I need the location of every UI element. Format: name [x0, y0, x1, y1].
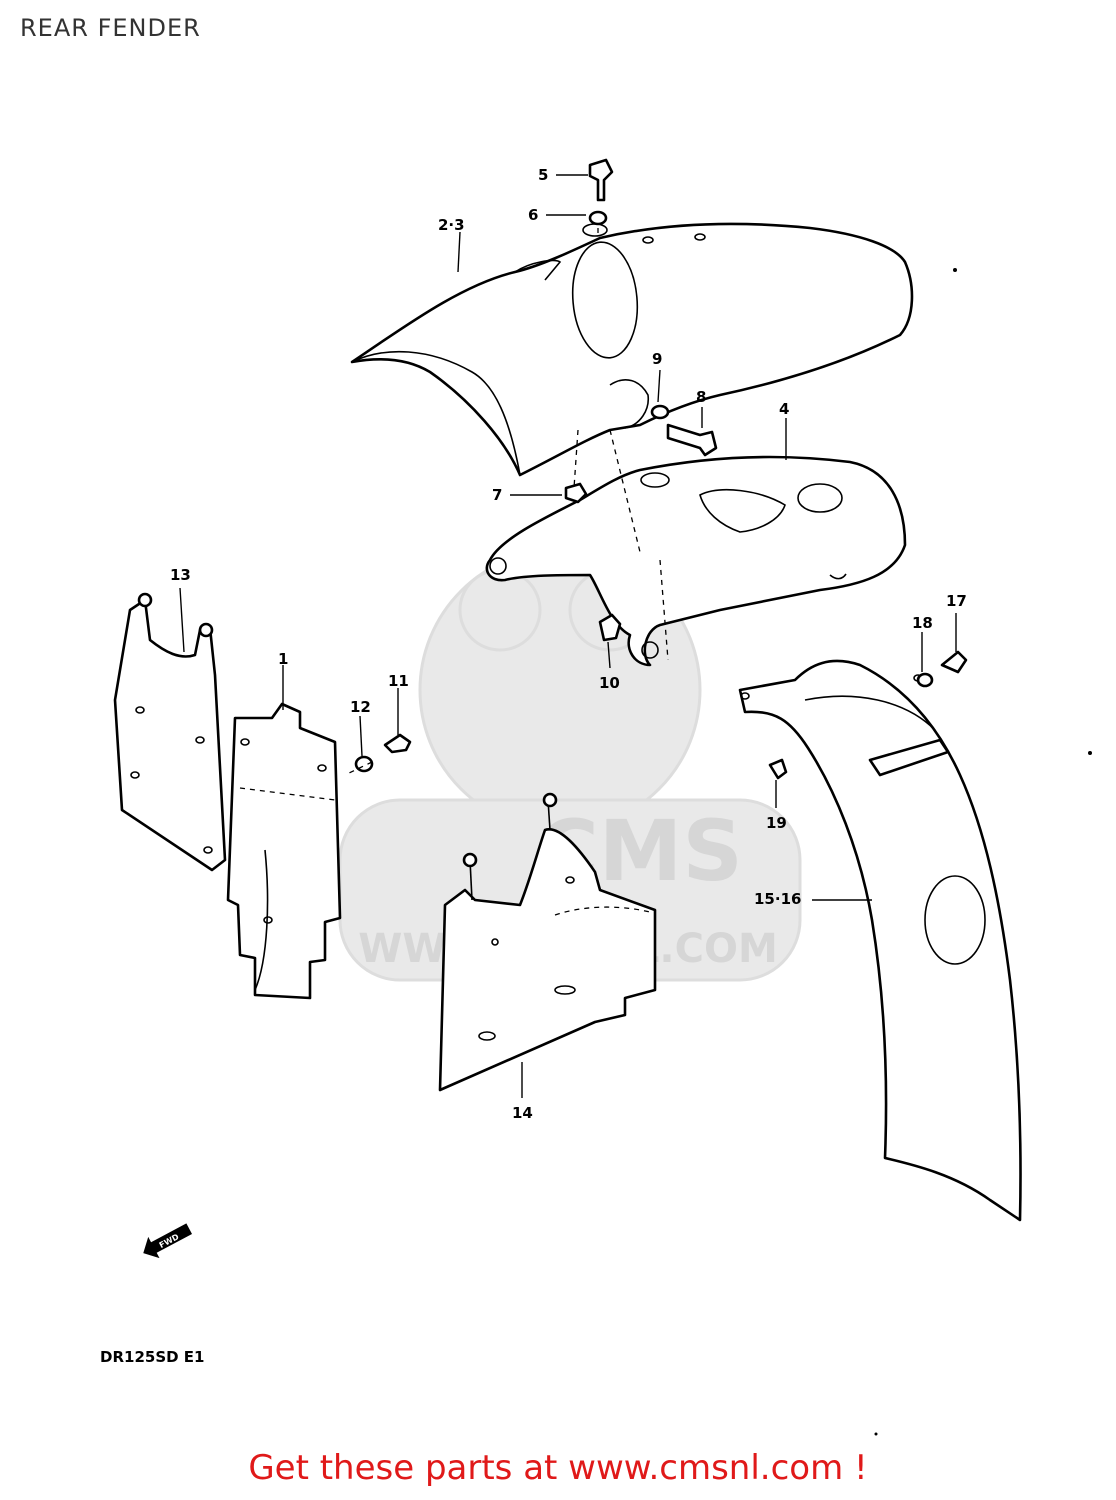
callout-14: 14	[512, 1104, 533, 1122]
fastener-17-bolt[interactable]	[940, 650, 968, 674]
fastener-7-nut[interactable]	[564, 482, 588, 504]
callout-4: 4	[779, 400, 789, 418]
callout-18: 18	[912, 614, 933, 632]
guide-line	[609, 429, 641, 553]
callout-8: 8	[696, 388, 706, 406]
callout-11: 11	[388, 672, 409, 690]
model-code: DR125SD E1	[100, 1348, 204, 1366]
fastener-18-washer[interactable]	[916, 672, 934, 688]
callout-6: 6	[528, 206, 538, 224]
scan-speck	[953, 268, 957, 272]
fastener-5-bolt[interactable]	[588, 158, 614, 202]
footer-shop-link[interactable]: Get these parts at www.cmsnl.com !	[248, 1448, 868, 1488]
part-14-lower-plate[interactable]	[438, 792, 657, 1092]
guide-line	[344, 761, 373, 776]
scan-speck	[874, 1432, 878, 1436]
watermark-goggle-left	[458, 568, 542, 652]
callout-9: 9	[652, 350, 662, 368]
callout-10: 10	[599, 674, 620, 692]
fastener-9-collar[interactable]	[650, 404, 670, 420]
callout-15-16: 15·16	[754, 890, 801, 908]
leader-lines	[179, 174, 957, 1098]
part-4-inner-fender[interactable]	[485, 455, 907, 667]
callout-19: 19	[766, 814, 787, 832]
fastener-8-bolt[interactable]	[666, 423, 718, 457]
part-1-bracket[interactable]	[226, 702, 342, 1000]
callout-17: 17	[946, 592, 967, 610]
callout-13: 13	[170, 566, 191, 584]
callout-1: 1	[278, 650, 288, 668]
part-2-3-rear-fender[interactable]	[350, 222, 914, 477]
callout-5: 5	[538, 166, 548, 184]
guide-line	[659, 559, 669, 661]
callout-2-3: 2·3	[438, 216, 465, 234]
fastener-19-nut[interactable]	[768, 758, 788, 780]
fastener-12-washer[interactable]	[354, 755, 374, 773]
part-15-16-mud-flap[interactable]	[738, 659, 1022, 1222]
callout-12: 12	[350, 698, 371, 716]
callout-7: 7	[492, 486, 502, 504]
page-title: REAR FENDER	[20, 14, 201, 42]
fastener-6-washer[interactable]	[588, 210, 608, 226]
fastener-10-nut[interactable]	[598, 613, 622, 642]
exploded-parts-diagram: CMS WWW.CMSNL.COM	[100, 158, 1092, 1436]
scan-speck	[1088, 751, 1092, 755]
part-13-plate[interactable]	[113, 592, 227, 872]
fastener-11-bolt[interactable]	[383, 733, 412, 754]
forward-arrow-icon: FWD	[143, 1223, 193, 1259]
